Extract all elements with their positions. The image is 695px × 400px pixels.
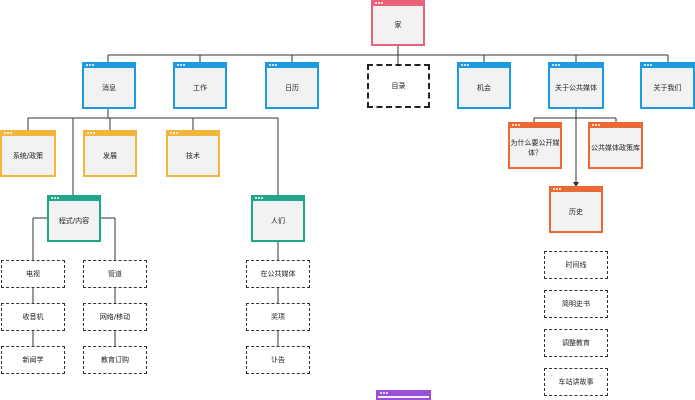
node-label: 系统/政策 <box>12 151 44 160</box>
node-history[interactable]: 历史 <box>549 186 603 233</box>
window-dots-icon <box>86 62 94 68</box>
node-label: 机会 <box>477 83 491 92</box>
node-label: 简明史书 <box>562 300 590 308</box>
node-label: 在公共媒体 <box>260 270 296 278</box>
window-dots-icon <box>553 186 561 192</box>
node-brief-history-book[interactable]: 简明史书 <box>544 290 608 318</box>
node-label: 程式/内容 <box>58 216 90 225</box>
node-label: 技术 <box>186 151 200 160</box>
node-in-public-media[interactable]: 在公共媒体 <box>246 260 310 288</box>
node-web-mobile[interactable]: 网络/移动 <box>83 303 147 331</box>
node-station-stories[interactable]: 车站讲故事 <box>544 368 608 396</box>
node-home[interactable]: 家 <box>371 0 425 46</box>
node-label: 收音机 <box>22 313 44 321</box>
node-development[interactable]: 发展 <box>83 130 137 177</box>
node-partial-purple[interactable] <box>376 390 431 400</box>
window-dots-icon <box>644 62 652 68</box>
node-journalism[interactable]: 新闻学 <box>1 346 65 374</box>
node-label: 调整教育 <box>562 339 590 347</box>
node-label: 目录 <box>391 82 406 90</box>
node-pipeline[interactable]: 管道 <box>83 260 147 288</box>
node-label: 网络/移动 <box>99 313 131 321</box>
node-label: 公共媒体政策库 <box>591 143 640 152</box>
window-dots-icon <box>592 122 600 128</box>
node-label: 发展 <box>103 151 117 160</box>
node-label: 讣告 <box>271 356 285 364</box>
window-dots-icon <box>4 130 12 136</box>
window-dots-icon <box>375 0 383 6</box>
node-directory[interactable]: 目录 <box>367 64 430 108</box>
node-label: 新闻学 <box>22 356 44 364</box>
node-label: 历史 <box>569 207 583 216</box>
window-dots-icon <box>170 130 178 136</box>
node-why-public-media[interactable]: 为什么要公开媒体？ <box>508 122 562 169</box>
node-label: 关于我们 <box>653 83 682 92</box>
node-awards[interactable]: 奖项 <box>246 303 310 331</box>
node-technology[interactable]: 技术 <box>166 130 220 177</box>
node-news[interactable]: 消息 <box>82 62 136 109</box>
node-programming[interactable]: 程式/内容 <box>47 195 101 242</box>
window-dots-icon <box>87 130 95 136</box>
node-policy[interactable]: 系统/政策 <box>0 130 56 177</box>
node-timeline[interactable]: 时间线 <box>544 251 608 279</box>
window-dots-icon <box>461 62 469 68</box>
node-tv[interactable]: 电视 <box>1 260 65 288</box>
node-radio[interactable]: 收音机 <box>1 303 65 331</box>
window-dots-icon <box>51 195 59 201</box>
node-about-us[interactable]: 关于我们 <box>640 62 695 109</box>
node-label: 日历 <box>285 83 299 92</box>
node-label: 教育订购 <box>101 356 129 364</box>
window-dots-icon <box>177 62 185 68</box>
window-dots-icon <box>269 62 277 68</box>
node-label: 消息 <box>102 83 116 92</box>
window-dots-icon <box>255 195 263 201</box>
node-label: 奖项 <box>271 313 285 321</box>
node-label: 工作 <box>193 83 207 92</box>
arrow-head <box>573 182 579 187</box>
node-obituary[interactable]: 讣告 <box>246 346 310 374</box>
node-about-public-media[interactable]: 关于公共媒体 <box>548 62 604 109</box>
node-adjust-education[interactable]: 调整教育 <box>544 329 608 357</box>
node-calendar[interactable]: 日历 <box>265 62 319 109</box>
window-dots-icon <box>552 62 560 68</box>
node-people[interactable]: 人们 <box>251 195 305 242</box>
node-public-media-policy-library[interactable]: 公共媒体政策库 <box>588 122 643 169</box>
node-label: 电视 <box>26 270 40 278</box>
node-label: 车站讲故事 <box>558 378 594 386</box>
node-education-ordering[interactable]: 教育订购 <box>83 346 147 374</box>
window-dots-icon <box>512 122 520 128</box>
node-label: 人们 <box>271 216 285 225</box>
node-label: 管道 <box>108 270 122 278</box>
node-label: 家 <box>394 21 402 29</box>
node-label: 为什么要公开媒体？ <box>510 138 560 157</box>
node-work[interactable]: 工作 <box>173 62 227 109</box>
window-dots-icon <box>380 390 388 396</box>
node-label: 时间线 <box>565 261 587 269</box>
node-label: 关于公共媒体 <box>555 83 597 92</box>
node-opportunities[interactable]: 机会 <box>457 62 511 109</box>
